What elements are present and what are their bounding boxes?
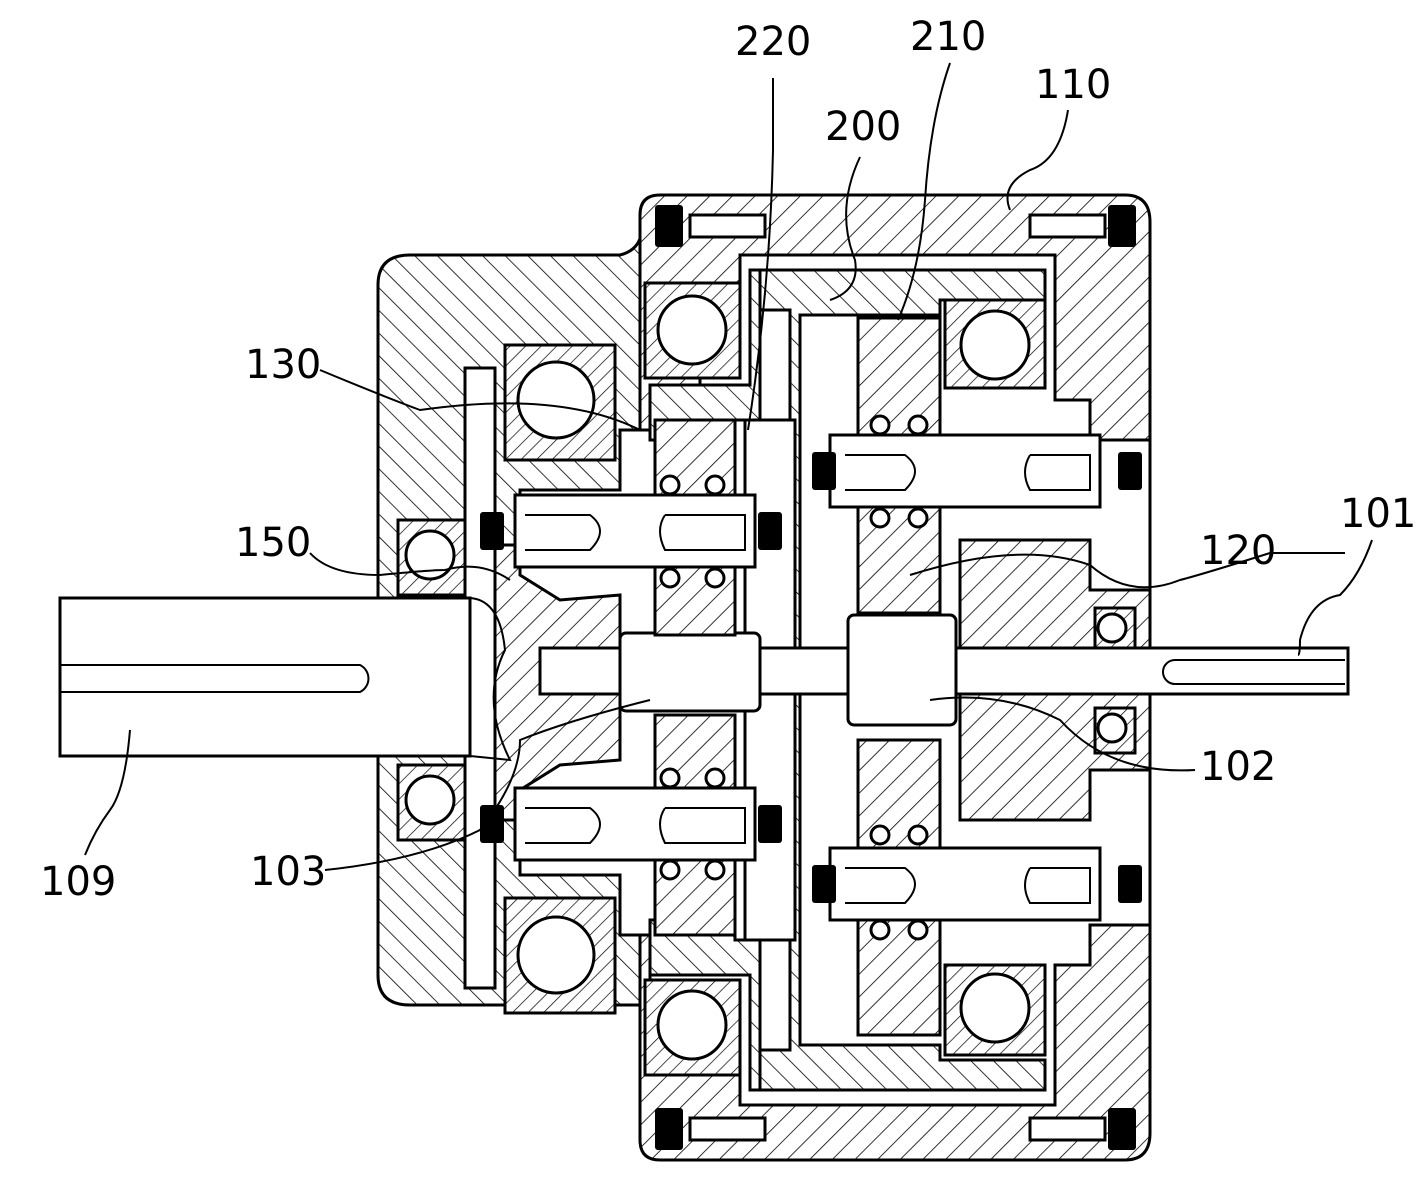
label-103: 103: [250, 849, 326, 895]
planet-pin-120-lower: [812, 846, 1142, 922]
planet-pin-130-lower: [480, 786, 782, 862]
reference-labels: 220 210 110 200 130 150 120 101 102 103 …: [40, 14, 1416, 905]
planet-pin-120-upper: [812, 433, 1142, 509]
leader-lines: [84, 62, 1373, 871]
label-109: 109: [40, 859, 116, 905]
housing-bolts: [655, 205, 1136, 1150]
label-102: 102: [1200, 744, 1276, 790]
bearings-large: [503, 281, 1047, 1077]
label-220: 220: [735, 19, 811, 65]
planet-pin-130-upper: [480, 493, 782, 569]
output-shaft-109: [58, 596, 512, 762]
sun-gear-102: [846, 613, 958, 727]
label-200: 200: [825, 104, 901, 150]
label-210: 210: [910, 14, 986, 60]
label-150: 150: [235, 520, 311, 566]
label-110: 110: [1035, 62, 1111, 108]
planet-bearings: [659, 414, 929, 941]
label-130: 130: [245, 342, 321, 388]
sun-shaft-103: [618, 631, 762, 713]
label-120: 120: [1200, 528, 1276, 574]
label-101: 101: [1340, 491, 1416, 537]
